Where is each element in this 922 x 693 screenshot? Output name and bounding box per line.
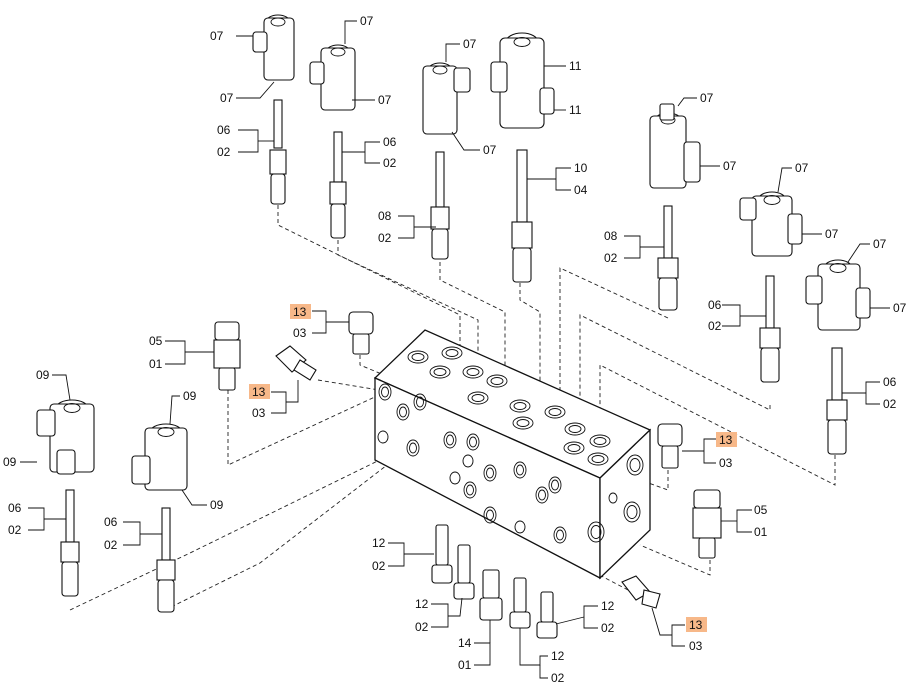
solenoid-valve-2 bbox=[309, 44, 356, 239]
label-b5-a: 12 bbox=[601, 599, 615, 613]
label-c3-a: 07 bbox=[463, 37, 477, 51]
label-c4-a: 11 bbox=[569, 59, 582, 73]
bottom-cartridge-3 bbox=[479, 569, 503, 621]
label-c2-d: 02 bbox=[383, 156, 397, 170]
label-v2-b: 01 bbox=[754, 525, 768, 539]
highlight-p3 bbox=[716, 432, 737, 447]
label-c7-d: 02 bbox=[883, 397, 897, 411]
label-c8-c: 06 bbox=[8, 501, 22, 515]
label-b2-a: 12 bbox=[415, 597, 429, 611]
leader-lines bbox=[20, 20, 890, 679]
solenoid-valve-9 bbox=[131, 423, 188, 613]
label-c2-b: 07 bbox=[378, 93, 392, 107]
label-c9-b: 09 bbox=[210, 498, 224, 512]
label-c7-c: 06 bbox=[883, 375, 897, 389]
bottom-cartridge-5 bbox=[536, 591, 558, 639]
plug-1 bbox=[348, 311, 374, 355]
label-c5-a: 07 bbox=[700, 91, 714, 105]
label-c3-d: 02 bbox=[378, 231, 392, 245]
label-c9-c: 06 bbox=[104, 515, 118, 529]
highlight-p2 bbox=[249, 384, 270, 399]
label-c5-c: 08 bbox=[604, 229, 618, 243]
label-v1-a: 05 bbox=[149, 334, 163, 348]
solenoid-valve-6 bbox=[739, 191, 803, 383]
plug-4 bbox=[621, 575, 661, 609]
highlight-boxes bbox=[249, 304, 737, 632]
label-c9-a: 09 bbox=[183, 389, 197, 403]
highlight-p1 bbox=[290, 304, 311, 319]
label-p4-a: 13 bbox=[689, 618, 703, 632]
label-c2-c: 06 bbox=[383, 135, 397, 149]
label-c8-d: 02 bbox=[8, 523, 22, 537]
label-c6-d: 02 bbox=[708, 319, 722, 333]
solenoid-valve-5 bbox=[649, 103, 701, 311]
bottom-cartridge-2 bbox=[453, 544, 475, 600]
relief-valve-left bbox=[213, 321, 241, 391]
plug-2 bbox=[275, 345, 317, 381]
label-p3-a: 13 bbox=[719, 433, 733, 447]
bottom-cartridge-1 bbox=[431, 524, 453, 584]
label-c3-b: 07 bbox=[483, 143, 497, 157]
label-b4-b: 02 bbox=[551, 671, 565, 685]
label-c9-d: 02 bbox=[104, 538, 118, 552]
label-p2-a: 13 bbox=[252, 385, 266, 399]
label-c2-a: 07 bbox=[360, 14, 374, 28]
label-c6-c: 06 bbox=[708, 298, 722, 312]
label-b1-a: 12 bbox=[372, 536, 386, 550]
label-v2-a: 05 bbox=[754, 503, 768, 517]
label-b4-a: 12 bbox=[551, 649, 565, 663]
label-c6-a: 07 bbox=[795, 161, 809, 175]
solenoid-valve-4 bbox=[490, 32, 555, 283]
label-c7-b: 07 bbox=[893, 301, 907, 315]
solenoid-valve-8 bbox=[36, 399, 95, 597]
label-b2-b: 02 bbox=[415, 620, 429, 634]
highlight-p4 bbox=[686, 617, 707, 632]
solenoid-valve-3 bbox=[422, 62, 471, 260]
label-b3-a: 14 bbox=[458, 636, 472, 650]
bottom-cartridge-4 bbox=[509, 577, 531, 629]
label-c4-b: 11 bbox=[569, 103, 582, 117]
solenoid-valve-1 bbox=[252, 14, 295, 205]
label-p1-b: 03 bbox=[293, 326, 307, 340]
label-c5-b: 07 bbox=[723, 159, 737, 173]
label-v1-b: 01 bbox=[149, 357, 163, 371]
label-c8-b: 09 bbox=[3, 455, 17, 469]
assembly-lines bbox=[69, 205, 836, 611]
label-c8-a: 09 bbox=[36, 368, 50, 382]
label-b3-b: 01 bbox=[458, 658, 472, 672]
label-c3-c: 08 bbox=[378, 209, 392, 223]
label-p3-b: 03 bbox=[719, 456, 733, 470]
label-c6-b: 07 bbox=[825, 227, 839, 241]
relief-valve-right bbox=[692, 489, 722, 559]
label-p4-b: 03 bbox=[689, 639, 703, 653]
callout-labels: 07 07 06 02 07 07 06 02 07 07 08 02 11 1… bbox=[3, 14, 907, 685]
label-c5-d: 02 bbox=[604, 251, 618, 265]
label-p1-a: 13 bbox=[293, 305, 307, 319]
label-p2-b: 03 bbox=[252, 406, 266, 420]
label-c7-a: 07 bbox=[873, 237, 887, 251]
label-c1-d: 02 bbox=[217, 145, 231, 159]
plug-3 bbox=[657, 423, 683, 469]
label-b5-b: 02 bbox=[601, 621, 615, 635]
valve-manifold-block bbox=[373, 329, 652, 580]
label-c4-c: 10 bbox=[574, 161, 588, 175]
solenoid-valve-7 bbox=[805, 259, 871, 455]
label-c1-b: 07 bbox=[220, 91, 234, 105]
label-c1-a: 07 bbox=[210, 29, 224, 43]
label-c1-c: 06 bbox=[217, 123, 231, 137]
label-b1-b: 02 bbox=[372, 559, 386, 573]
label-c4-d: 04 bbox=[574, 183, 588, 197]
